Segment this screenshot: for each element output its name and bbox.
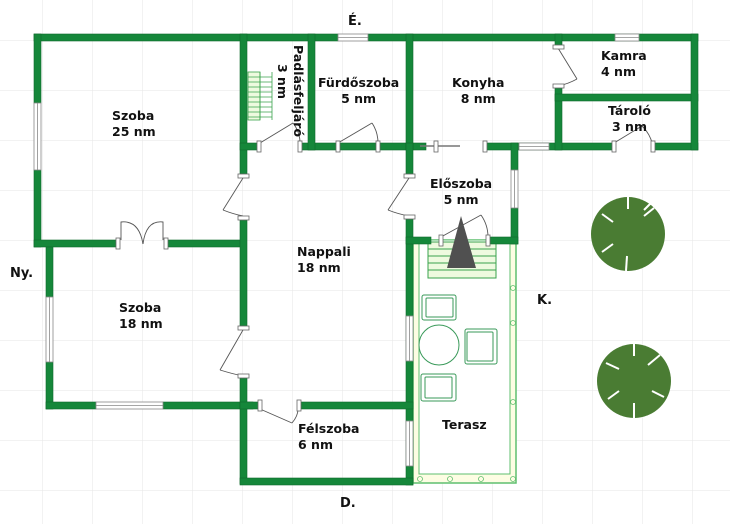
room-area: 8 nm [460,91,496,106]
room-area: 6 nm [298,437,333,452]
room-furdoszoba: Fürdőszoba 5 nm [318,75,399,107]
room-area: 4 nm [601,64,636,79]
room-kamra: Kamra 4 nm [601,48,647,80]
room-area: 5 nm [443,192,479,207]
room-area: 5 nm [341,91,377,106]
room-name: Terasz [442,417,487,432]
room-name: Félszoba [298,421,360,436]
room-name: Tároló [608,103,651,118]
compass-east: K. [537,293,553,308]
room-felszoba: Félszoba 6 nm [298,421,359,453]
tree-icon [597,344,671,418]
room-padlasfeljaro-name: Padlásfeljáró [291,45,306,138]
walls [33,33,699,486]
room-name: Kamra [601,48,647,63]
room-name: Előszoba [430,176,493,191]
room-area: 25 nm [112,124,156,139]
tree-icon [591,197,665,272]
room-name: Konyha [452,75,505,90]
room-nappali: Nappali 18 nm [297,244,351,276]
entrance-steps [427,216,497,279]
door-jambs [115,44,656,412]
room-name: Fürdőszoba [318,75,400,90]
compass-west: Ny. [10,266,34,281]
trees [591,197,671,418]
windows [33,33,640,467]
room-name: Szoba [112,108,155,123]
room-area: 18 nm [297,260,341,275]
room-name: Szoba [119,300,162,315]
room-konyha: Konyha 8 nm [452,75,504,107]
room-area: 18 nm [119,316,163,331]
table-icon [418,324,460,366]
room-padlasfeljaro-area: 3 nm [275,64,290,99]
room-terasz: Terasz [442,417,487,433]
entrance-arrow-icon [447,216,476,268]
room-szoba-18: Szoba 18 nm [119,300,163,332]
room-eloszoba: Előszoba 5 nm [430,176,492,208]
terrace-furniture [418,294,498,402]
room-name: Nappali [297,244,351,259]
attic-stairs [247,71,273,121]
compass-north: É. [348,14,362,29]
room-area: 3 nm [612,119,647,134]
compass-south: D. [340,496,356,511]
room-szoba-25: Szoba 25 nm [112,108,156,140]
room-tarolo: Tároló 3 nm [608,103,651,135]
